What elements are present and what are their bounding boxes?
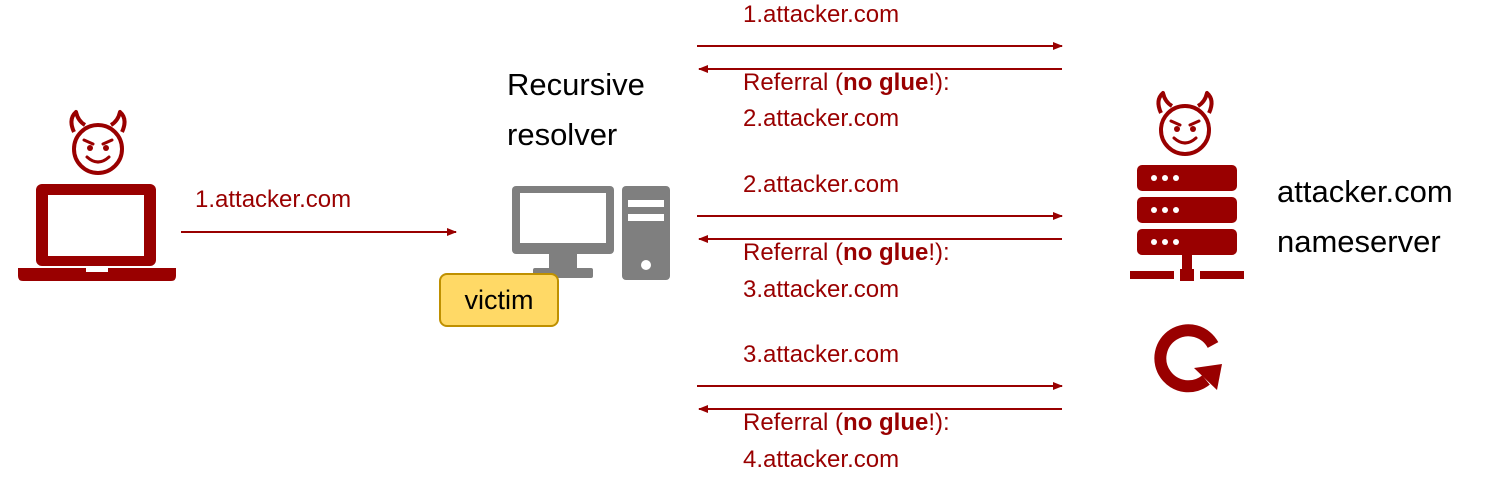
- client-query-label: 1.attacker.com: [195, 186, 352, 213]
- query-label: 3.attacker.com: [743, 341, 900, 368]
- referral-target-label: 2.attacker.com: [743, 105, 900, 132]
- nameserver-title-line1: attacker.com: [1277, 174, 1453, 209]
- referral-label: Referral (no glue!):: [743, 69, 950, 96]
- exchange-arrows: [697, 42, 1063, 413]
- desktop-computer-icon: [512, 186, 670, 280]
- server-icon: [1130, 165, 1244, 281]
- devil-icon: [69, 110, 127, 175]
- query-label: 1.attacker.com: [743, 1, 900, 28]
- query-label: 2.attacker.com: [743, 171, 900, 198]
- devil-icon: [1156, 91, 1214, 156]
- referral-target-label: 4.attacker.com: [743, 446, 900, 473]
- resolver-title-line1: Recursive: [507, 67, 645, 102]
- referral-target-label: 3.attacker.com: [743, 276, 900, 303]
- referral-label: Referral (no glue!):: [743, 239, 950, 266]
- nameserver-title-line2: nameserver: [1277, 224, 1441, 259]
- loop-icon: [1154, 324, 1222, 393]
- referral-label: Referral (no glue!):: [743, 409, 950, 436]
- victim-badge: victim: [439, 273, 559, 327]
- resolver-title-line2: resolver: [507, 117, 618, 152]
- laptop-icon: [18, 184, 176, 281]
